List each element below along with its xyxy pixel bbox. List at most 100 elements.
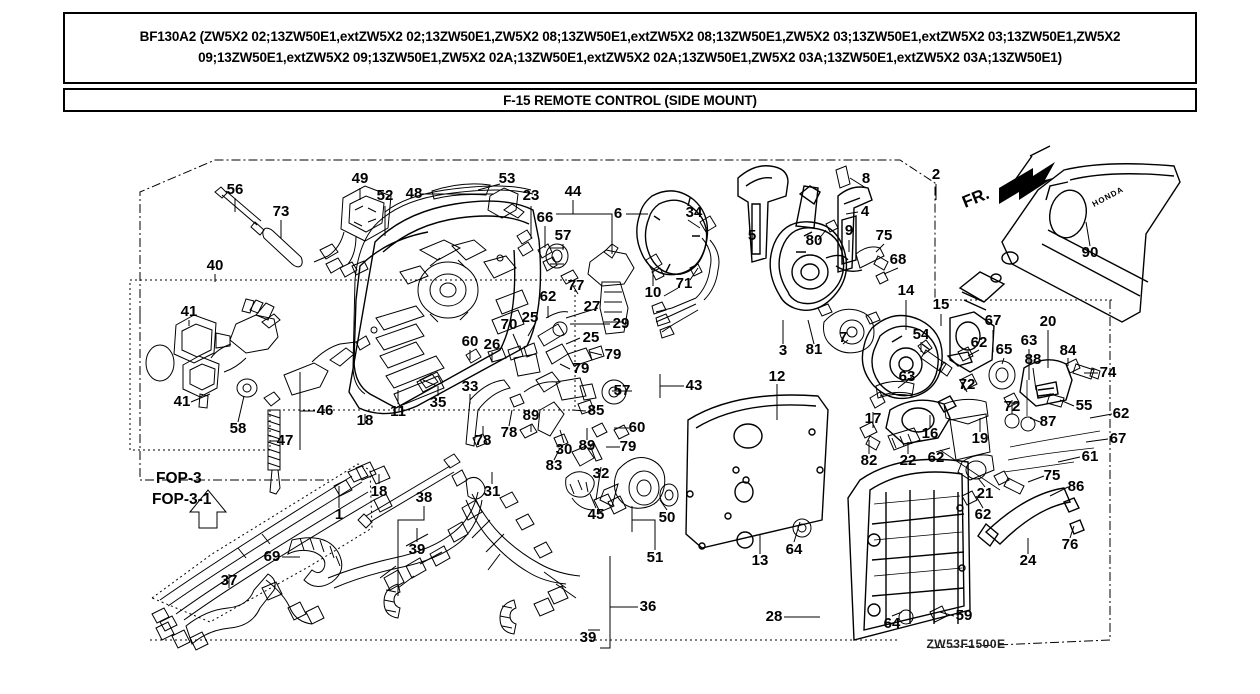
callout-number: 25 bbox=[583, 329, 600, 346]
part-35-clip bbox=[416, 371, 444, 393]
callout-number: 40 bbox=[207, 257, 224, 274]
part-40-solenoid bbox=[210, 298, 281, 373]
callout-number: 89 bbox=[523, 407, 540, 424]
callout-number: 67 bbox=[1110, 430, 1127, 447]
callout-number: 22 bbox=[900, 452, 917, 469]
callout-number: 17 bbox=[865, 410, 882, 427]
callout-number: 62 bbox=[971, 334, 988, 351]
callout-number: 4 bbox=[861, 203, 870, 220]
callout-number: 73 bbox=[273, 203, 290, 220]
callout-number: 34 bbox=[686, 204, 703, 221]
housing-internal-details bbox=[370, 239, 529, 407]
callout-number: 2 bbox=[932, 166, 940, 183]
part-65-bushing bbox=[988, 360, 1016, 390]
callout-number: 67 bbox=[985, 312, 1002, 329]
part-12-cover bbox=[685, 394, 829, 550]
callout-number: 69 bbox=[264, 548, 281, 565]
fop-option-arrow bbox=[188, 489, 228, 529]
callout-number: 39 bbox=[409, 541, 426, 558]
callout-number: 18 bbox=[371, 483, 388, 500]
part-41-switch-upper bbox=[173, 314, 231, 364]
callout-number: 79 bbox=[620, 438, 637, 455]
part-11-housing bbox=[348, 200, 542, 415]
callout-number: 20 bbox=[1040, 313, 1057, 330]
callout-leader-lines bbox=[188, 177, 1113, 631]
callout-number: 59 bbox=[956, 607, 973, 624]
callout-number: 72 bbox=[1004, 398, 1021, 415]
callout-number: 46 bbox=[317, 402, 334, 419]
callout-number: 60 bbox=[462, 333, 479, 350]
callout-number: 39 bbox=[580, 629, 597, 646]
callout-number: 74 bbox=[1100, 364, 1117, 381]
part-57-bushing-upper bbox=[545, 243, 569, 269]
part-28-grille bbox=[847, 458, 971, 641]
callout-number: 8 bbox=[862, 170, 870, 187]
lower-right-linkage bbox=[939, 398, 1101, 506]
small-hardware-group-left bbox=[465, 311, 605, 377]
callout-number: 56 bbox=[227, 181, 244, 198]
part-83-45-32-connectors bbox=[565, 445, 627, 515]
callout-number: 90 bbox=[1082, 244, 1099, 261]
callout-number: 82 bbox=[861, 452, 878, 469]
callout-number: 54 bbox=[913, 326, 930, 343]
callout-number: 72 bbox=[959, 376, 976, 393]
callout-number: 10 bbox=[645, 284, 662, 301]
callout-number: 41 bbox=[181, 303, 198, 320]
part-69-cable-guide bbox=[287, 537, 343, 587]
callout-number: 25 bbox=[522, 309, 539, 326]
callout-number: 41 bbox=[174, 393, 191, 410]
callout-number: 13 bbox=[752, 552, 769, 569]
part-5-handle-grip bbox=[737, 165, 789, 263]
part-77-screw bbox=[560, 269, 579, 285]
callout-number: 18 bbox=[357, 412, 374, 429]
part-23-pin bbox=[516, 229, 534, 257]
part-58-grommet bbox=[236, 378, 258, 398]
callout-number: 47 bbox=[277, 432, 294, 449]
callout-number: 3 bbox=[779, 342, 787, 359]
part-1-control-cables bbox=[150, 463, 375, 632]
callout-number: 62 bbox=[1113, 405, 1130, 422]
part-68-pin bbox=[875, 271, 889, 285]
part-63-17-guide bbox=[869, 380, 915, 409]
part-72-62-washers bbox=[957, 346, 1036, 432]
part-47-spring bbox=[263, 391, 281, 495]
callout-number: 63 bbox=[1021, 332, 1038, 349]
callout-number: 79 bbox=[573, 360, 590, 377]
part-64-59-fasteners bbox=[898, 605, 948, 625]
part-55-screw bbox=[1046, 393, 1065, 408]
callout-number: 33 bbox=[462, 378, 479, 395]
fop-option-label-1: FOP-3 bbox=[156, 470, 202, 487]
part-44-switch bbox=[587, 243, 635, 335]
part-36-wire-harness bbox=[327, 469, 581, 617]
callout-number: 61 bbox=[1082, 448, 1099, 465]
callout-number: 71 bbox=[676, 275, 693, 292]
callout-number: 6 bbox=[614, 205, 622, 222]
callout-number: 44 bbox=[565, 183, 582, 200]
part-54-pin bbox=[917, 339, 953, 377]
callout-number: 53 bbox=[499, 170, 516, 187]
callout-number: 78 bbox=[501, 424, 518, 441]
part-41-switch-lower bbox=[145, 344, 220, 409]
callout-number: 57 bbox=[555, 227, 572, 244]
callout-number: 76 bbox=[1062, 536, 1079, 553]
callout-number: 38 bbox=[416, 489, 433, 506]
callout-number: 24 bbox=[1020, 552, 1037, 569]
callout-number: 11 bbox=[390, 403, 406, 420]
callout-number: 85 bbox=[588, 402, 605, 419]
part-3-control-lever bbox=[769, 185, 849, 311]
callout-number: 5 bbox=[748, 227, 756, 244]
part-53-seal bbox=[431, 183, 491, 200]
callout-number: 43 bbox=[686, 377, 703, 394]
callout-number: 49 bbox=[352, 170, 369, 187]
callout-number: 51 bbox=[647, 549, 664, 566]
callout-number: 58 bbox=[230, 420, 247, 437]
callout-number: 62 bbox=[975, 506, 992, 523]
callout-number: 86 bbox=[1068, 478, 1085, 495]
callout-number: 27 bbox=[584, 298, 601, 315]
callout-number: 81 bbox=[806, 341, 823, 358]
part-18-clips bbox=[355, 461, 393, 513]
callout-number: 84 bbox=[1060, 342, 1077, 359]
